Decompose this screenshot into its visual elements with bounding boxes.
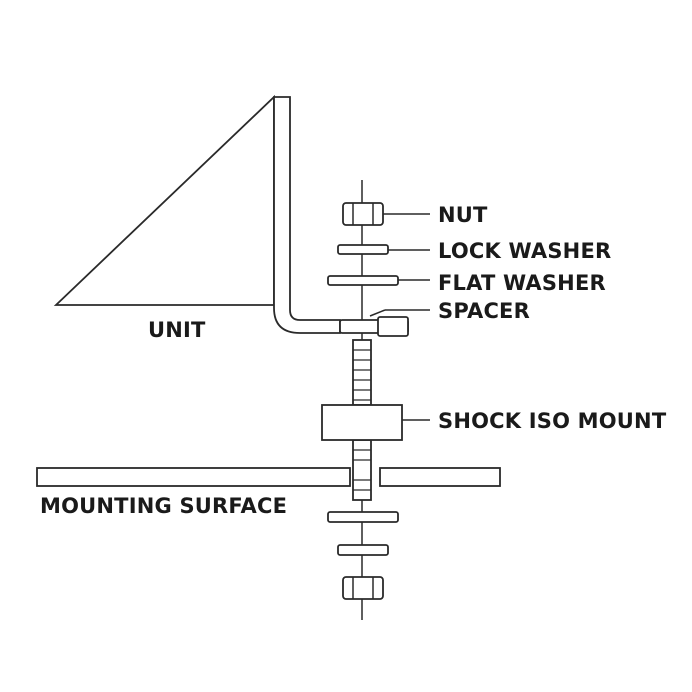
lock-washer-shape: [337, 244, 389, 255]
top-nut-body: [342, 202, 384, 226]
label-flat-washer: FLAT WASHER: [438, 271, 606, 295]
label-spacer: SPACER: [438, 299, 530, 323]
top-nut: [342, 202, 384, 226]
leader-lines: [369, 213, 430, 421]
label-nut: NUT: [438, 203, 488, 227]
label-lock-washer: LOCK WASHER: [438, 239, 611, 263]
unit-triangle: [53, 94, 275, 306]
mounting-surface-plate: [36, 467, 501, 487]
lower-lock-washer-shape: [337, 544, 389, 556]
bottom-nut: [342, 576, 384, 600]
leader-spacer: [369, 309, 386, 317]
flat-washer-shape: [327, 275, 399, 286]
label-unit: UNIT: [148, 318, 206, 342]
lower-flat-washer-shape: [327, 511, 399, 523]
label-shock-iso-mount: SHOCK ISO MOUNT: [438, 409, 667, 433]
shock-iso-mount-block: [321, 404, 403, 441]
unit-bracket: [53, 94, 341, 334]
label-mounting-surface: MOUNTING SURFACE: [40, 494, 287, 518]
spacer-shape: [339, 316, 409, 337]
unit-bracket-leg: [273, 96, 341, 334]
bottom-nut-body: [342, 576, 384, 600]
